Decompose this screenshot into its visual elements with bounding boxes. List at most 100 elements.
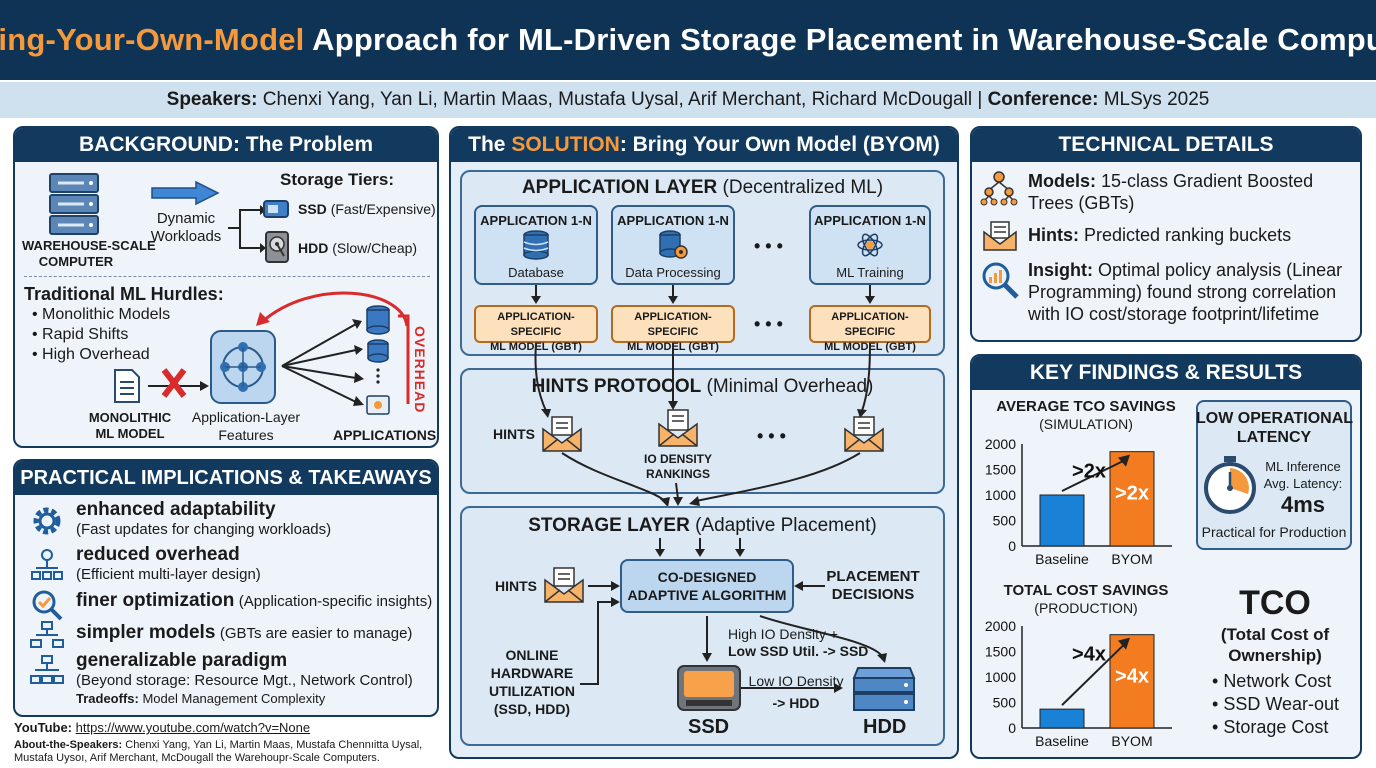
tco-heading: TCO <box>1239 584 1311 622</box>
hints-layer-bold: HINTS PROTOCOL <box>531 376 702 397</box>
youtube-link[interactable]: https://www.youtube.com/watch?v=None <box>75 720 311 735</box>
tco-item: • Storage Cost <box>1212 717 1329 737</box>
wsc-label: WAREHOUSE-SCALE COMPUTER <box>22 238 156 270</box>
tco-item: • SSD Wear-out <box>1212 694 1340 714</box>
speakers-bar: Speakers: Chenxi Yang, Yan Li, Martin Ma… <box>0 82 1376 118</box>
app-layer-rest: (Decentralized ML) <box>722 177 884 198</box>
flow-arrow-icon <box>151 180 220 206</box>
about-line2: Mustafa Uysoı, Arif Merchant, McDougall … <box>14 752 380 764</box>
chart2-y-tick-label: 1000 <box>985 669 1016 685</box>
models-detail: Models: 15-class Gradient Boosted Trees … <box>1028 170 1313 214</box>
chart2-trend-arrowhead <box>1118 637 1130 650</box>
implication-head: reduced overhead <box>76 544 240 565</box>
chart1-y-tick-label: 1000 <box>985 487 1016 503</box>
hints-detail: Hints: Predicted ranking buckets <box>1028 225 1291 246</box>
page-title: A Bring-Your-Own-Model Approach for ML-D… <box>0 22 1376 58</box>
features-label: Application-Layer Features <box>186 408 306 444</box>
online-line1: ONLINE <box>505 647 559 663</box>
branch-arrows <box>228 205 266 253</box>
tradeoffs-label: Tradeoffs: <box>76 691 139 706</box>
models-text-1: 15-class Gradient Boosted <box>1101 171 1314 191</box>
latency-note: Practical for Production <box>1201 524 1347 540</box>
chart1-bar-byom <box>1109 451 1155 547</box>
implication-head: finer optimization <box>76 590 235 611</box>
latency-label-2: Avg. Latency: <box>1263 476 1343 491</box>
features-network-icon <box>210 330 276 404</box>
workloads-line2: Workloads <box>150 228 222 245</box>
ssd-tier-desc: (Fast/Expensive) <box>330 201 436 217</box>
solution-title: The SOLUTION: Bring Your Own Model (BYOM… <box>451 128 957 162</box>
implication-head: simpler models <box>76 622 216 643</box>
speakers-label: Speakers: <box>166 89 258 110</box>
chart1-annotation: >2x <box>1072 461 1106 483</box>
technical-title: TECHNICAL DETAILS <box>972 128 1360 162</box>
models-ellipsis: • • • <box>754 314 783 334</box>
models-text-2: Trees (GBTs) <box>1028 193 1135 213</box>
hdd-label: HDD <box>863 716 907 738</box>
title-highlight: Bring-Your-Own-Model <box>0 22 305 57</box>
app-card-ml-training: APPLICATION 1-N ML Training <box>809 205 931 285</box>
chart1-x-tick-label: BYOM <box>1111 551 1152 567</box>
gear-icon <box>33 507 61 535</box>
implications-list: enhanced adaptability (Fast updates for … <box>76 499 436 706</box>
chart1-y-tick-label: 2000 <box>985 436 1016 452</box>
hints-detail-text: Predicted ranking buckets <box>1084 225 1292 245</box>
storage-layer-rest: (Adaptive Placement) <box>695 515 877 536</box>
insight-label: Insight: <box>1028 260 1093 280</box>
wsc-label-line1: WAREHOUSE-SCALE <box>22 238 156 253</box>
chart2-subtitle: (PRODUCTION) <box>1034 600 1138 616</box>
io-density-envelope-icon <box>658 409 698 447</box>
storage-layer-title: STORAGE LAYER (Adaptive Placement) <box>460 515 945 537</box>
implication-item: generalizable paradigm (Beyond storage: … <box>76 650 436 689</box>
insight-text-1: Optimal policy analysis (Linear <box>1098 260 1343 280</box>
hint-envelope-icon <box>844 416 884 452</box>
app-card-name: Database <box>508 265 564 280</box>
tco-item: • Network Cost <box>1212 671 1332 691</box>
solution-title-prefix: The <box>468 133 512 156</box>
findings-title: KEY FINDINGS & RESULTS <box>972 356 1360 390</box>
tco-sub-2: Ownership) <box>1228 646 1322 665</box>
hurdle-item: • Rapid Shifts <box>32 326 129 343</box>
hint-envelope-icon <box>544 567 584 603</box>
algo-line1: CO-DESIGNED <box>657 569 757 585</box>
dynamic-workloads: Dynamic Workloads <box>148 210 224 246</box>
tco-sub-1: (Total Cost of <box>1220 625 1330 644</box>
server-rack-icon <box>49 173 99 235</box>
chart2-y-tick-label: 0 <box>1008 720 1016 736</box>
ml-model-line1: APPLICATION-SPECIFIC <box>634 311 712 338</box>
about-speakers: About-the-Speakers: Chenxi Yang, Yan Li,… <box>14 739 422 765</box>
section-divider <box>24 276 430 277</box>
online-utilization-label: ONLINE HARDWARE UTILIZATION (SSD, HDD) <box>472 646 592 718</box>
solution-title-rest: : Bring Your Own Model (BYOM) <box>619 133 940 156</box>
conference-label: Conference: <box>987 89 1099 110</box>
hurdle-text: Monolithic Models <box>42 306 171 323</box>
storage-tiers-title: Storage Tiers: <box>280 170 395 189</box>
rule-low-io: Low IO Density -> HDD <box>744 670 848 714</box>
database-gear-icon <box>659 230 688 259</box>
chart2-bar-data-label: >4x <box>1115 666 1149 688</box>
ssd-tier-name: SSD <box>298 201 327 217</box>
hint-envelope-icon <box>542 416 582 452</box>
implication-inline: (GBTs are easier to manage) <box>219 625 413 642</box>
atom-icon <box>857 233 883 257</box>
wsc-label-line2: COMPUTER <box>38 254 114 269</box>
ssd-tier: SSD (Fast/Expensive) <box>298 201 436 217</box>
findings-panel: KEY FINDINGS & RESULTS <box>970 354 1362 759</box>
features-line1: Application-Layer <box>191 409 301 425</box>
latency-title: LOW OPERATIONAL LATENCY <box>1196 409 1353 447</box>
insight-text-2: Programming) found strong correlation <box>1028 282 1337 302</box>
hdd-tier-name: HDD <box>298 240 329 256</box>
background-title: BACKGROUND: The Problem <box>15 128 437 162</box>
hurdle-item: • High Overhead <box>32 346 150 363</box>
monolithic-model-label: MONOLITHIC ML MODEL <box>78 410 182 442</box>
chart1-trend-arrow <box>1061 458 1127 492</box>
app-card-database: APPLICATION 1-N Database <box>474 205 598 285</box>
ssd-drive-icon <box>677 665 741 711</box>
latency-label: ML Inference Avg. Latency: <box>1260 458 1346 492</box>
latency-value: 4ms <box>1280 492 1326 517</box>
online-line3: UTILIZATION <box>488 683 576 699</box>
insight-detail: Insight: Optimal policy analysis (Linear… <box>1028 259 1342 325</box>
